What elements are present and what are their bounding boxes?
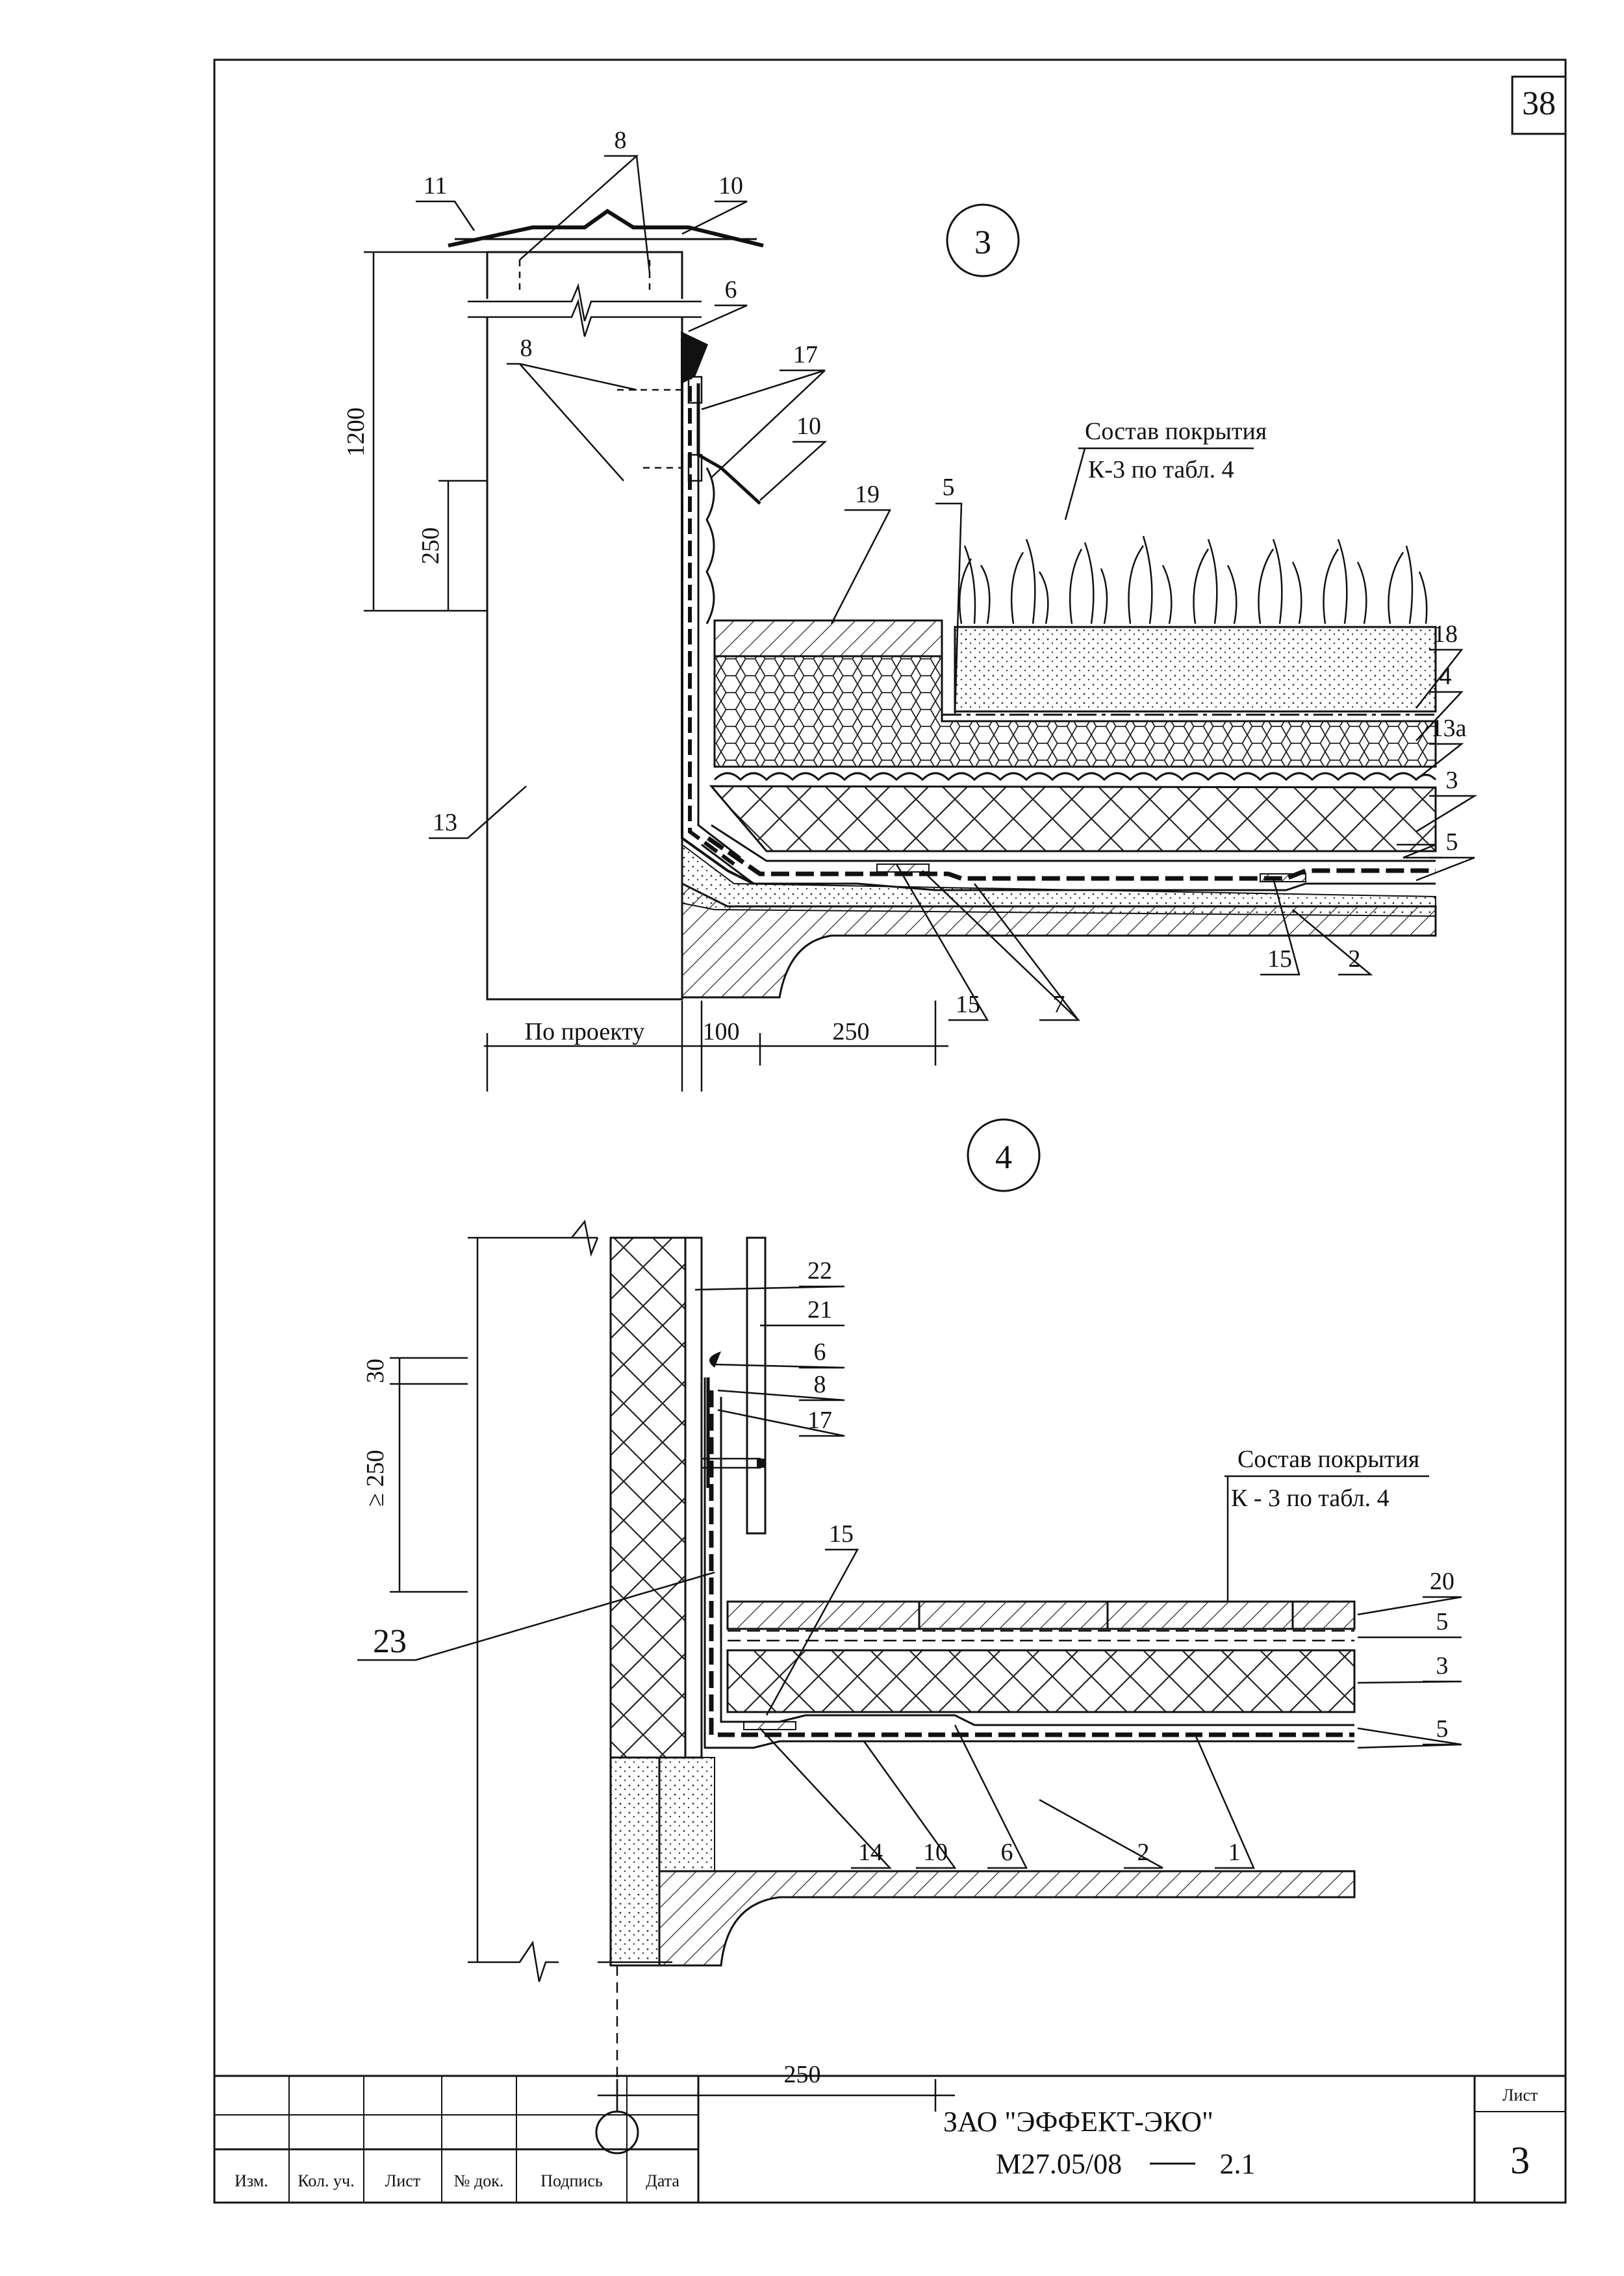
substrate-layer <box>954 626 1437 713</box>
dim-100: 100 <box>703 1018 740 1045</box>
callout-15-right: 15 <box>1267 945 1292 973</box>
callout-5-lower: 5 <box>1436 1715 1449 1743</box>
callout-21: 21 <box>807 1296 832 1323</box>
callout-5-upper: 5 <box>1436 1608 1449 1635</box>
callouts-4: 22 21 6 8 17 15 20 5 3 5 23 14 10 6 2 1 <box>373 1257 1454 1866</box>
callout-2: 2 <box>1349 945 1361 973</box>
callout-3: 3 <box>1446 767 1458 794</box>
apron-10 <box>696 383 761 505</box>
callout-2: 2 <box>1137 1839 1150 1866</box>
callout-15: 15 <box>829 1520 854 1548</box>
dim-30: 30 <box>362 1359 389 1383</box>
insulation-4 <box>726 1649 1356 1713</box>
callout-15-left: 15 <box>956 991 980 1018</box>
wall-insulation <box>609 1236 687 1759</box>
detail-3: 3 <box>342 127 1478 1092</box>
callout-10-mid: 10 <box>796 413 821 440</box>
callouts-3: 8 11 10 6 8 17 10 5 19 18 4 13а 3 5 13 1… <box>424 127 1467 1018</box>
parapet-cap <box>448 209 764 248</box>
tb-sheet-number: 3 <box>1510 2139 1530 2182</box>
paving-19 <box>713 619 943 658</box>
callout-7: 7 <box>1053 991 1065 1018</box>
paving-20 <box>726 1600 1356 1630</box>
detail-4-number: 4 <box>995 1139 1012 1176</box>
dimensions-3 <box>364 251 948 1092</box>
callout-1: 1 <box>1228 1839 1241 1866</box>
callout-20: 20 <box>1430 1568 1454 1595</box>
callout-3: 3 <box>1436 1652 1449 1680</box>
detail-3-marker <box>946 203 1020 277</box>
slab-4 <box>658 1758 1356 1967</box>
title-block: Изм. Кол. уч. Лист № док. Подпись Дата З… <box>214 2075 1566 2203</box>
callout-14: 14 <box>858 1839 883 1866</box>
tb-code-suffix: 2.1 <box>1220 2148 1256 2180</box>
sheet-frame <box>213 58 1567 2204</box>
detail-4: 4 <box>357 1118 1462 2155</box>
sheet-number-box <box>1511 75 1567 135</box>
tb-col-kol: Кол. уч. <box>298 2171 354 2190</box>
composition-label-4a: Состав покрытия <box>1237 1446 1419 1473</box>
sheet-number-top: 38 <box>1522 85 1556 122</box>
tb-company: ЗАО "ЭФФЕКТ-ЭКО" <box>943 2106 1213 2138</box>
cladding-21 <box>746 1236 767 1535</box>
tb-col-izm: Изм. <box>235 2171 268 2190</box>
callout-13a: 13а <box>1431 715 1467 742</box>
callout-10-top: 10 <box>718 172 743 199</box>
insulation-3 <box>709 785 1437 852</box>
callout-18: 18 <box>1433 620 1458 648</box>
callout-5-right: 5 <box>1446 828 1458 856</box>
callout-11: 11 <box>424 172 448 199</box>
break-line-top <box>468 283 702 322</box>
tb-col-list: Лист <box>385 2171 420 2190</box>
tb-code: М27.05/08 <box>996 2148 1122 2180</box>
drainage-13a <box>713 772 1437 782</box>
dim-ge-250: ≥ 250 <box>362 1450 389 1506</box>
dim-1200: 1200 <box>342 407 370 457</box>
callout-5-top: 5 <box>943 474 955 501</box>
composition-label-3b: К-3 по табл. 4 <box>1088 456 1234 483</box>
vegetation <box>958 535 1428 624</box>
sealant-6 <box>681 331 708 383</box>
dimensions-4 <box>390 1236 955 2112</box>
callout-8-mid: 8 <box>520 335 533 362</box>
axis-marker <box>595 2110 639 2155</box>
detail-4-marker <box>967 1118 1041 1192</box>
callout-22: 22 <box>807 1257 832 1285</box>
tb-sheet-label: Лист <box>1503 2086 1538 2104</box>
leaders-4 <box>357 1285 1462 1869</box>
callout-4: 4 <box>1440 663 1452 690</box>
callout-6: 6 <box>725 276 737 303</box>
callout-13: 13 <box>433 809 457 836</box>
composition-label-3a: Состав покрытия <box>1085 418 1267 445</box>
detail-3-number: 3 <box>974 224 991 261</box>
dim-250-vertical: 250 <box>417 528 444 565</box>
callout-10: 10 <box>923 1839 948 1866</box>
dim-250-horizontal: 250 <box>833 1018 870 1045</box>
callout-6-wall: 6 <box>814 1338 826 1366</box>
callout-17: 17 <box>793 341 818 368</box>
callout-17: 17 <box>807 1407 832 1434</box>
tb-col-date: Дата <box>646 2171 679 2190</box>
composition-label-4b: К - 3 по табл. 4 <box>1231 1485 1389 1512</box>
callout-23: 23 <box>373 1623 407 1660</box>
callout-8: 8 <box>814 1371 826 1398</box>
dim-250-bottom: 250 <box>784 2061 821 2088</box>
base-slab <box>681 838 1437 999</box>
leaders-3 <box>416 155 1478 1021</box>
callout-19: 19 <box>855 481 880 508</box>
tb-col-sign: Подпись <box>540 2171 603 2190</box>
wall-base <box>609 1756 661 1967</box>
tb-col-doc: № док. <box>454 2171 504 2190</box>
callout-6-floor: 6 <box>1001 1839 1013 1866</box>
callout-8-top: 8 <box>615 127 627 154</box>
dim-by-project: По проекту <box>525 1018 645 1045</box>
